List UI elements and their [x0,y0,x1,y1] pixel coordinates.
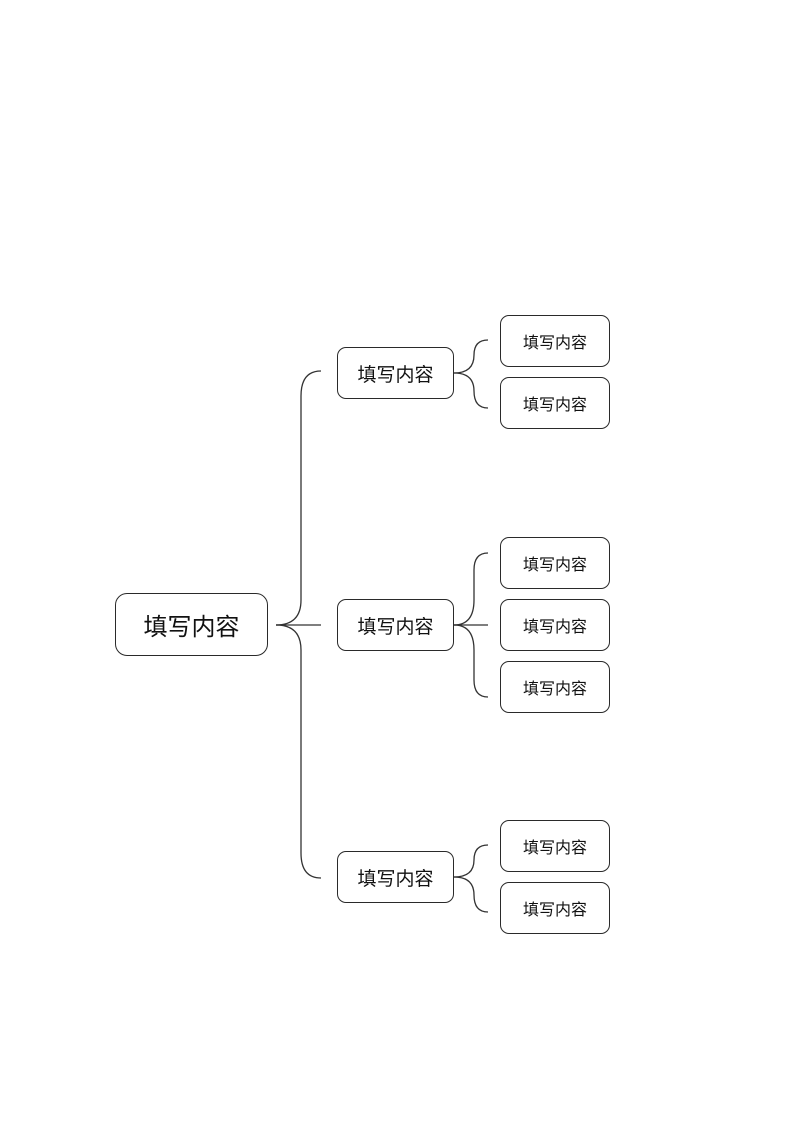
root-node-label: 填写内容 [143,613,240,641]
leaf-node-label: 填写内容 [522,679,587,698]
connector-branch-3-leaf-1 [453,844,489,878]
connector-branch-3-leaf-2 [453,876,489,913]
connector-branch-1-leaf-1 [453,339,489,374]
leaf-node-label: 填写内容 [522,555,587,574]
leaf-node-label: 填写内容 [522,838,587,857]
leaf-node-label: 填写内容 [522,617,587,636]
leaf-node-2-3[interactable]: 填写内容 [500,661,610,713]
leaf-node-label: 填写内容 [522,395,587,414]
branch-node-2[interactable]: 填写内容 [337,599,454,651]
leaf-node-3-1[interactable]: 填写内容 [500,820,610,872]
leaf-node-label: 填写内容 [522,900,587,919]
branch-node-1[interactable]: 填写内容 [337,347,454,399]
branch-node-label: 填写内容 [357,363,434,386]
connector-root-branch-1 [275,370,322,626]
leaf-node-1-2[interactable]: 填写内容 [500,377,610,429]
leaf-node-label: 填写内容 [522,333,587,352]
root-node[interactable]: 填写内容 [115,593,268,656]
branch-node-label: 填写内容 [357,615,434,638]
connector-branch-1-leaf-2 [453,372,489,409]
connector-root-branch-3 [275,624,322,879]
leaf-node-3-2[interactable]: 填写内容 [500,882,610,934]
leaf-node-1-1[interactable]: 填写内容 [500,315,610,367]
branch-node-3[interactable]: 填写内容 [337,851,454,903]
leaf-node-2-1[interactable]: 填写内容 [500,537,610,589]
connector-branch-2-leaf-3 [453,624,489,698]
connector-branch-2-leaf-1 [453,552,489,626]
leaf-node-2-2[interactable]: 填写内容 [500,599,610,651]
branch-node-label: 填写内容 [357,867,434,890]
